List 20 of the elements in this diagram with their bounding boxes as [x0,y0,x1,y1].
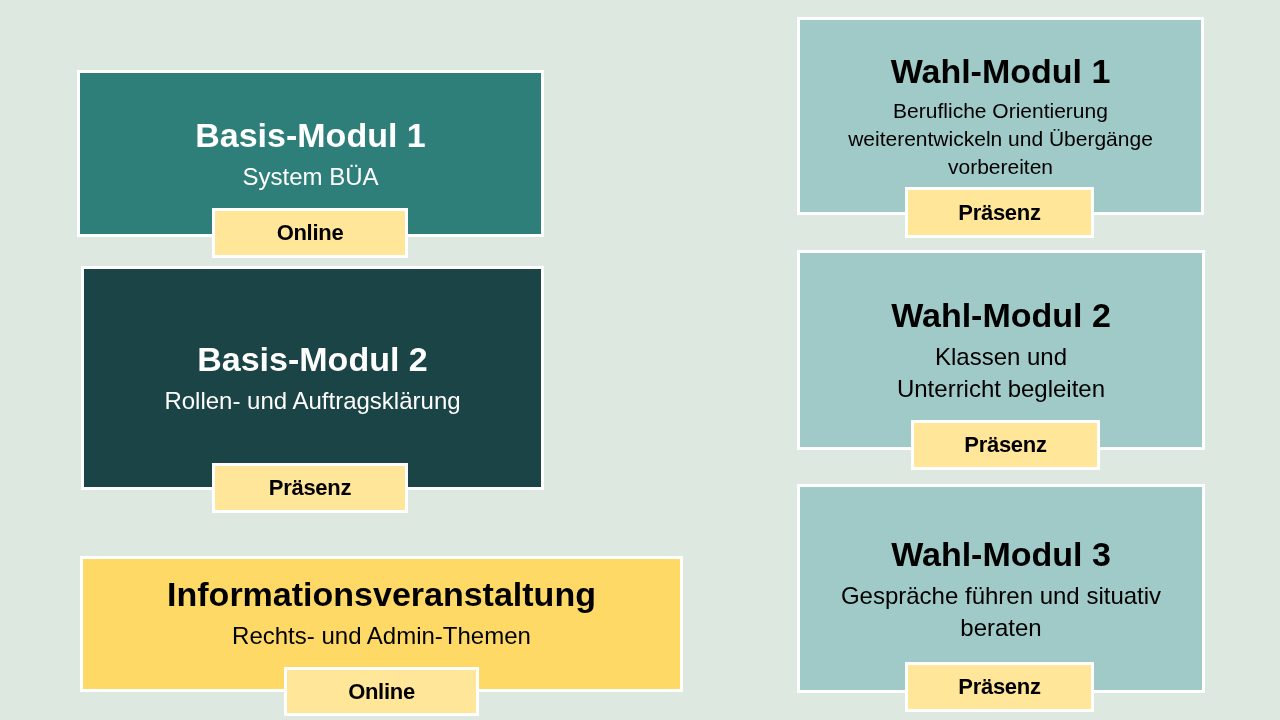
module-title: Informationsveranstaltung [167,574,596,614]
format-tag: Präsenz [905,187,1094,238]
format-tag: Online [284,667,479,716]
format-tag: Präsenz [212,463,408,513]
format-tag: Präsenz [911,420,1100,470]
module-subtitle: Rollen- und Auftragsklärung [164,386,461,416]
format-tag: Online [212,208,408,258]
module-subtitle: Gespräche führen und situativ beraten [839,580,1163,643]
module-subtitle: Rechts- und Admin-Themen [232,621,531,651]
module-subtitle: Berufliche Orientierung weiterentwickeln und Übergänge vorbereiten [847,98,1154,180]
module-title: Wahl-Modul 1 [890,51,1111,91]
format-tag: Präsenz [905,662,1094,712]
module-title: Basis-Modul 2 [197,339,428,379]
module-title: Wahl-Modul 3 [891,533,1111,574]
module-title: Wahl-Modul 2 [891,295,1111,335]
module-subtitle: System BÜA [242,161,379,192]
module-card [797,484,1205,693]
module-subtitle: Klassen und Unterricht begleiten [895,342,1107,404]
module-title: Basis-Modul 1 [195,114,426,155]
module-card [797,250,1205,450]
